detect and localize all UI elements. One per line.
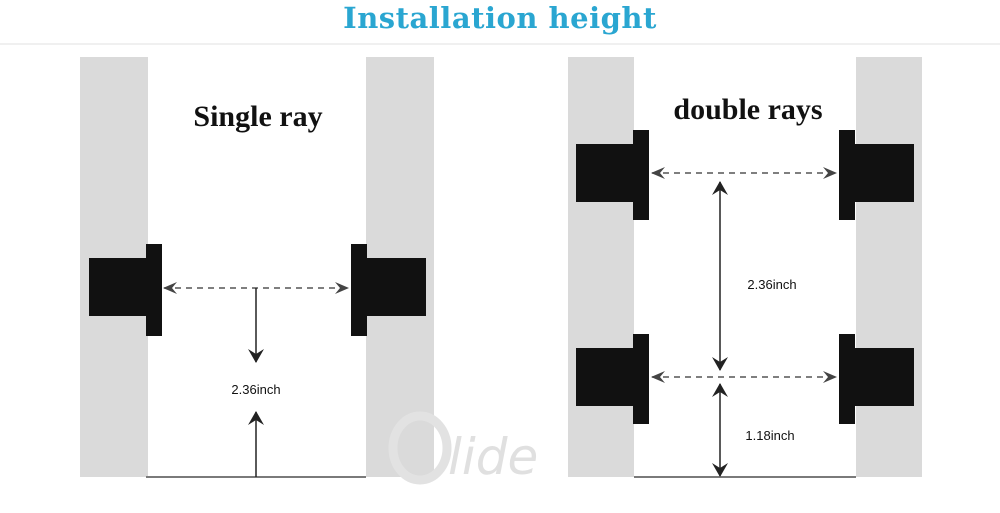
watermark-o-icon <box>388 411 452 485</box>
upper-right-sensor <box>839 130 914 220</box>
page-title: Installation height <box>343 1 657 35</box>
watermark-text: lide <box>448 428 538 486</box>
double-rays-label: double rays <box>673 93 822 126</box>
lower-left-sensor <box>576 334 649 424</box>
single-dimension-label: 2.36inch <box>231 382 280 397</box>
left-sensor <box>89 244 162 336</box>
watermark-logo: lide <box>388 411 538 486</box>
lower-right-sensor <box>839 334 914 424</box>
single-ray-label: Single ray <box>193 100 322 133</box>
right-sensor <box>351 244 426 336</box>
double-rays-panel: double rays 2.36inch <box>568 57 922 478</box>
single-ray-panel: Single ray 2.36inch <box>80 57 434 478</box>
left-wall <box>568 57 634 477</box>
right-wall <box>856 57 922 477</box>
upper-left-sensor <box>576 130 649 220</box>
upper-dimension-label: 2.36inch <box>747 277 796 292</box>
lower-dimension-label: 1.18inch <box>745 428 794 443</box>
